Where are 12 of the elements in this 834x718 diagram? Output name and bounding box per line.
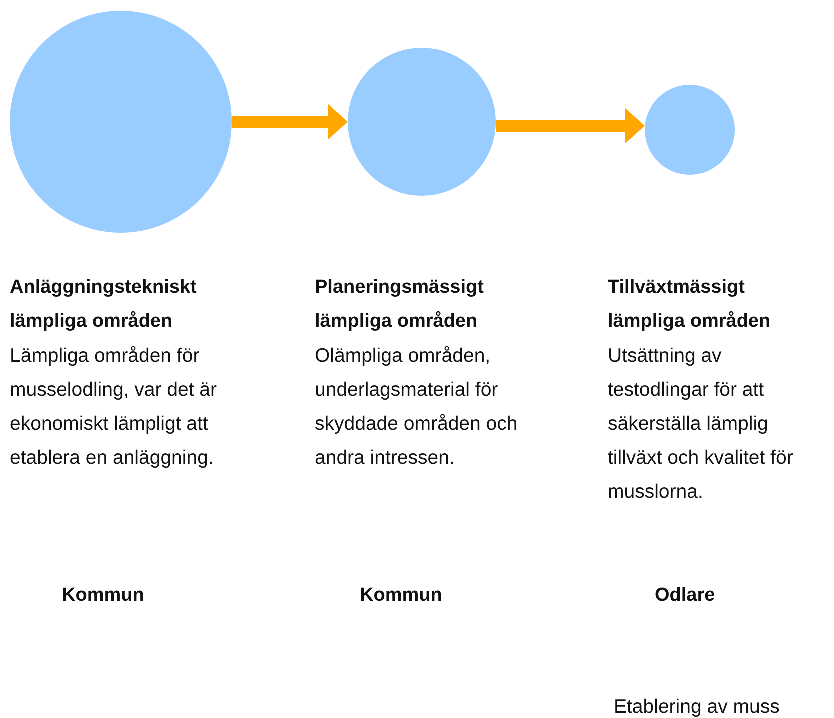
role-label: Odlare (655, 585, 716, 607)
text-fragment: Etablering av muss (614, 695, 781, 718)
heading: Tillväxtmässigt lämpliga områden (608, 276, 772, 334)
description: Utsättning av testodlingar för att säkerställa lämplig tillväxt och kvalitet för musslorna. (608, 344, 794, 505)
arrow (496, 108, 645, 144)
role-label: Kommun (360, 585, 444, 607)
heading: Planeringsmässigt lämpliga områden (315, 276, 485, 334)
description: Lämpliga områden för musselodling, var det är ekonomiskt lämpligt att etablera en anläggning. (10, 344, 218, 471)
arrow (232, 104, 348, 140)
description: Olämpliga områden, underlagsmaterial för skyddade områden och andra intressen. (315, 344, 519, 471)
heading: Anläggningstekniskt lämpliga områden (10, 276, 198, 334)
role-label: Kommun (62, 585, 146, 607)
